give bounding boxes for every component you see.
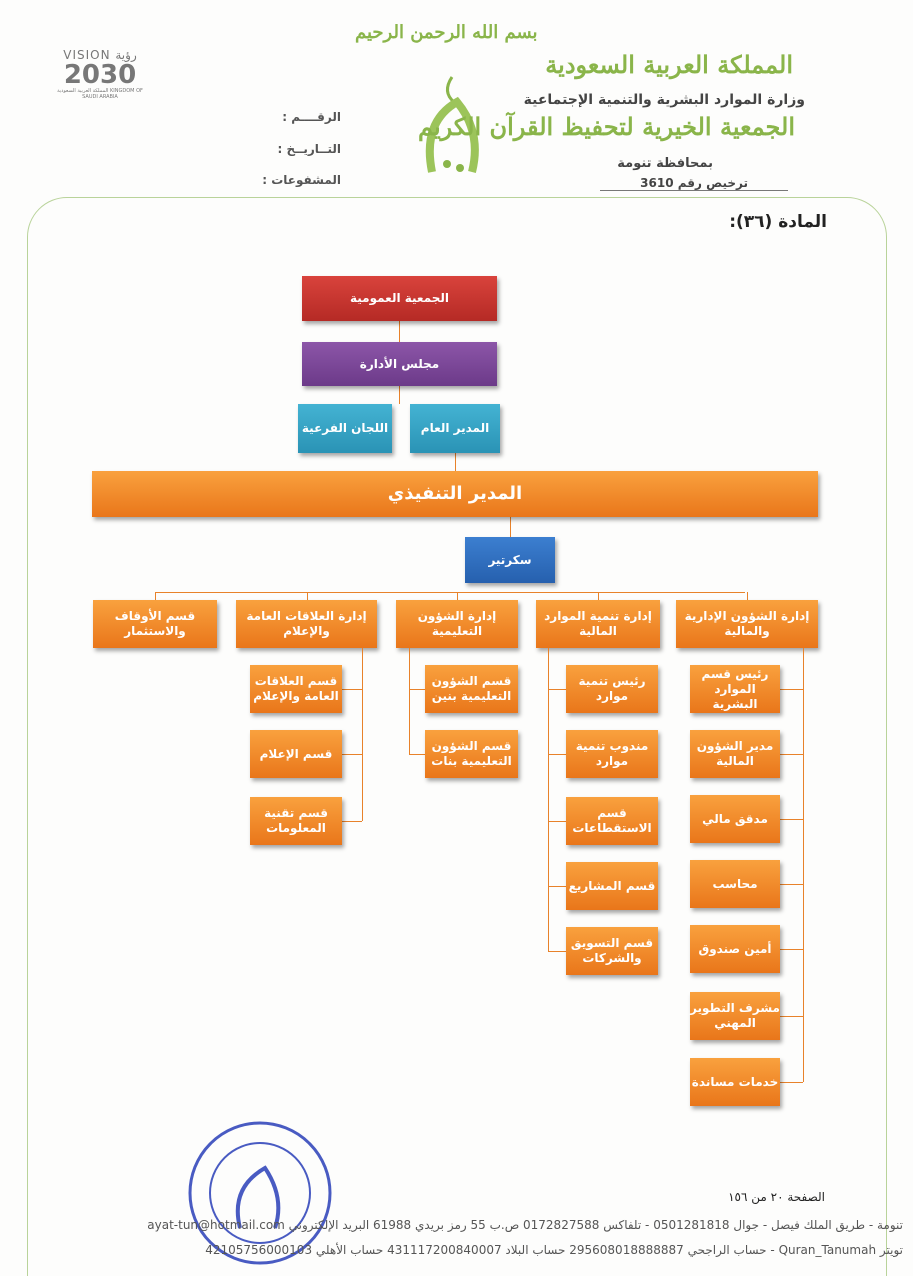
connector-line bbox=[455, 453, 456, 471]
box-sub-unit: قسم الشؤون التعليمية بنات bbox=[425, 730, 518, 778]
connector-line bbox=[155, 592, 745, 593]
connector-line bbox=[399, 386, 400, 404]
connector-line bbox=[409, 754, 425, 755]
box-sub-unit: قسم تقنية المعلومات bbox=[250, 797, 342, 845]
connector-line bbox=[409, 648, 410, 754]
page-frame bbox=[27, 197, 887, 1276]
connector-line bbox=[548, 886, 566, 887]
box-sub-unit: رئيس قسم الموارد البشرية bbox=[690, 665, 780, 713]
connector-line bbox=[548, 648, 549, 951]
box-board: مجلس الأدارة bbox=[302, 342, 497, 386]
article-title: المادة (٣٦): bbox=[729, 212, 827, 232]
box-sub-unit: رئيس تنمية موارد bbox=[566, 665, 658, 713]
box-sub-unit: محاسب bbox=[690, 860, 780, 908]
connector-line bbox=[780, 949, 803, 950]
box-sub-unit: مدقق مالي bbox=[690, 795, 780, 843]
connector-line bbox=[548, 951, 566, 952]
box-sub-unit: خدمات مساندة bbox=[690, 1058, 780, 1106]
box-secretary: سكرتير bbox=[465, 537, 555, 583]
connector-line bbox=[780, 884, 803, 885]
box-sub-unit: قسم الشؤون التعليمية بنين bbox=[425, 665, 518, 713]
province: بمحافظة تنومة bbox=[617, 156, 713, 171]
box-department: إدارة تنمية الموارد المالية bbox=[536, 600, 660, 648]
association-logo-icon bbox=[425, 76, 479, 173]
connector-line bbox=[747, 592, 748, 600]
connector-line bbox=[548, 821, 566, 822]
license-number: ترخيص رقم 3610 bbox=[600, 176, 788, 191]
box-department: قسم الأوقاف والاستثمار bbox=[93, 600, 217, 648]
connector-line bbox=[803, 648, 804, 1082]
connector-line bbox=[399, 321, 400, 342]
date-label: التــاريــخ : bbox=[277, 142, 341, 156]
official-stamp-icon bbox=[188, 1121, 332, 1265]
kingdom-title: المملكة العربية السعودية bbox=[545, 50, 793, 79]
connector-line bbox=[780, 819, 803, 820]
box-committees: اللجان الفرعية bbox=[298, 404, 392, 453]
box-sub-unit: مدير الشؤون المالية bbox=[690, 730, 780, 778]
box-sub-unit: قسم الاستقطاعات bbox=[566, 797, 658, 845]
page-number: الصفحة ٢٠ من ١٥٦ bbox=[728, 1190, 825, 1204]
box-sub-unit: مشرف التطوير المهني bbox=[690, 992, 780, 1040]
connector-line bbox=[548, 754, 566, 755]
connector-line bbox=[457, 592, 458, 600]
association-title: الجمعية الخيرية لتحفيظ القرآن الكريم bbox=[418, 112, 795, 141]
connector-line bbox=[409, 689, 425, 690]
connector-line bbox=[780, 1082, 803, 1083]
box-sub-unit: قسم التسويق والشركات bbox=[566, 927, 658, 975]
connector-line bbox=[598, 592, 599, 600]
basmala: بسم الله الرحمن الرحيم bbox=[355, 22, 538, 43]
ministry-title: وزارة الموارد البشرية والتنمية الإجتماعي… bbox=[523, 92, 805, 108]
connector-line bbox=[155, 592, 156, 600]
vision-year: 2030 bbox=[63, 60, 137, 90]
connector-line bbox=[548, 689, 566, 690]
connector-line bbox=[307, 592, 308, 600]
vision-2030-logo: VISION رؤية 2030 المملكة العربية السعودي… bbox=[50, 48, 150, 100]
footer-accounts: تويتر Quran_Tanumah - حساب الراجحي 29560… bbox=[205, 1243, 903, 1257]
connector-line bbox=[780, 689, 803, 690]
connector-line bbox=[362, 648, 363, 821]
attachments-label: المشفوعات : bbox=[262, 173, 341, 187]
ref-number-label: الرقــــم : bbox=[282, 110, 341, 124]
vision-sub: المملكة العربية السعودية KINGDOM OF SAUD… bbox=[57, 88, 143, 100]
connector-line bbox=[342, 689, 362, 690]
box-department: إدارة الشؤون الإدارية والمالية bbox=[676, 600, 818, 648]
vision-brand: VISION رؤية bbox=[63, 48, 137, 62]
footer-contact: تنومة - طريق الملك فيصل - جوال 050128181… bbox=[147, 1218, 903, 1232]
box-sub-unit: قسم الإعلام bbox=[250, 730, 342, 778]
box-general-assembly: الجمعية العمومية bbox=[302, 276, 497, 321]
box-department: إدارة الشؤون التعليمية bbox=[396, 600, 518, 648]
box-sub-unit: قسم المشاريع bbox=[566, 862, 658, 910]
connector-line bbox=[510, 517, 511, 537]
connector-line bbox=[342, 754, 362, 755]
box-sub-unit: قسم العلاقات العامة والإعلام bbox=[250, 665, 342, 713]
box-department: إدارة العلاقات العامة والإعلام bbox=[236, 600, 377, 648]
connector-line bbox=[342, 821, 362, 822]
box-sub-unit: مندوب تنمية موارد bbox=[566, 730, 658, 778]
connector-line bbox=[780, 754, 803, 755]
box-sub-unit: أمين صندوق bbox=[690, 925, 780, 973]
connector-line bbox=[780, 1016, 803, 1017]
box-executive-director: المدير التنفيذي bbox=[92, 471, 818, 517]
box-general-manager: المدير العام bbox=[410, 404, 500, 453]
